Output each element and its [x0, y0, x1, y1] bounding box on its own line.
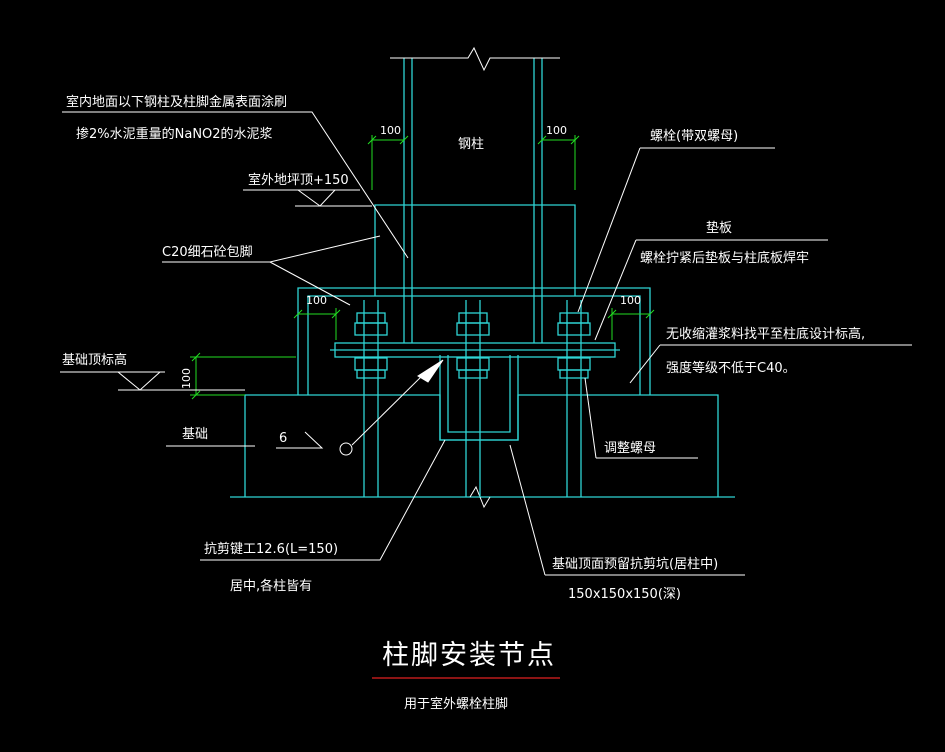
- title-block: 柱脚安装节点 用于室外螺栓柱脚: [372, 640, 560, 712]
- drawing-title: 柱脚安装节点: [382, 640, 556, 671]
- washer-label: 垫板: [706, 220, 732, 236]
- drawing-subtitle: 用于室外螺栓柱脚: [404, 696, 508, 712]
- anchor-bolt-right: [557, 300, 591, 497]
- leader-lines: [62, 111, 912, 576]
- dim-mid-left-text: 100: [306, 294, 327, 307]
- adjust-nut-label: 调整螺母: [604, 441, 656, 456]
- foundation-label: 基础: [182, 427, 208, 442]
- grout-note-line1: 无收缩灌浆料找平至柱底设计标高,: [666, 326, 865, 342]
- dimension-top-right: 100: [537, 124, 580, 190]
- coating-note-line1: 室内地面以下钢柱及柱脚金属表面涂刷: [66, 94, 287, 110]
- c20-encase-label: C20细石砼包脚: [162, 244, 253, 260]
- shear-pit-line1: 基础顶面预留抗剪坑(居柱中): [552, 556, 718, 572]
- shear-pit-line2: 150x150x150(深): [568, 587, 681, 602]
- foundation-top-level-symbol: [60, 371, 245, 391]
- anchor-bolt-center: [456, 300, 490, 497]
- steel-column: [390, 46, 560, 343]
- shear-key-line2: 居中,各柱皆有: [230, 578, 312, 594]
- dimension-mid-right: 100: [607, 294, 655, 340]
- concrete-encasement: [297, 204, 651, 395]
- washer-note-label: 螺栓拧紧后垫板与柱底板焊牢: [640, 250, 809, 266]
- outdoor-level-symbol: [243, 189, 372, 207]
- dimension-mid-left: 100: [293, 294, 341, 340]
- foundation-block: [230, 394, 735, 509]
- weld-size-label: 6: [279, 431, 287, 446]
- dim-mid-right-text: 100: [620, 294, 641, 307]
- outdoor-level-label: 室外地坪顶+150: [248, 172, 349, 188]
- coating-note-line2: 掺2%水泥重量的NaNO2的水泥浆: [76, 126, 273, 142]
- dimension-top-left: 100: [367, 124, 409, 190]
- foundation-top-label: 基础顶标高: [62, 352, 127, 368]
- anchor-bolt-left: [354, 300, 388, 497]
- steel-column-label: 钢柱: [458, 137, 484, 152]
- grout-note-line2: 强度等级不低于C40。: [666, 360, 796, 376]
- base-plate: [330, 342, 620, 358]
- shear-key-line1: 抗剪键工12.6(L=150): [204, 541, 338, 557]
- shear-pit: [439, 355, 519, 441]
- dim-vertical-text: 100: [180, 368, 193, 389]
- dim-top-right-text: 100: [546, 124, 567, 137]
- dim-top-left-text: 100: [380, 124, 401, 137]
- dimension-vertical: 100: [180, 352, 296, 400]
- bolt-label: 螺栓(带双螺母): [650, 129, 738, 144]
